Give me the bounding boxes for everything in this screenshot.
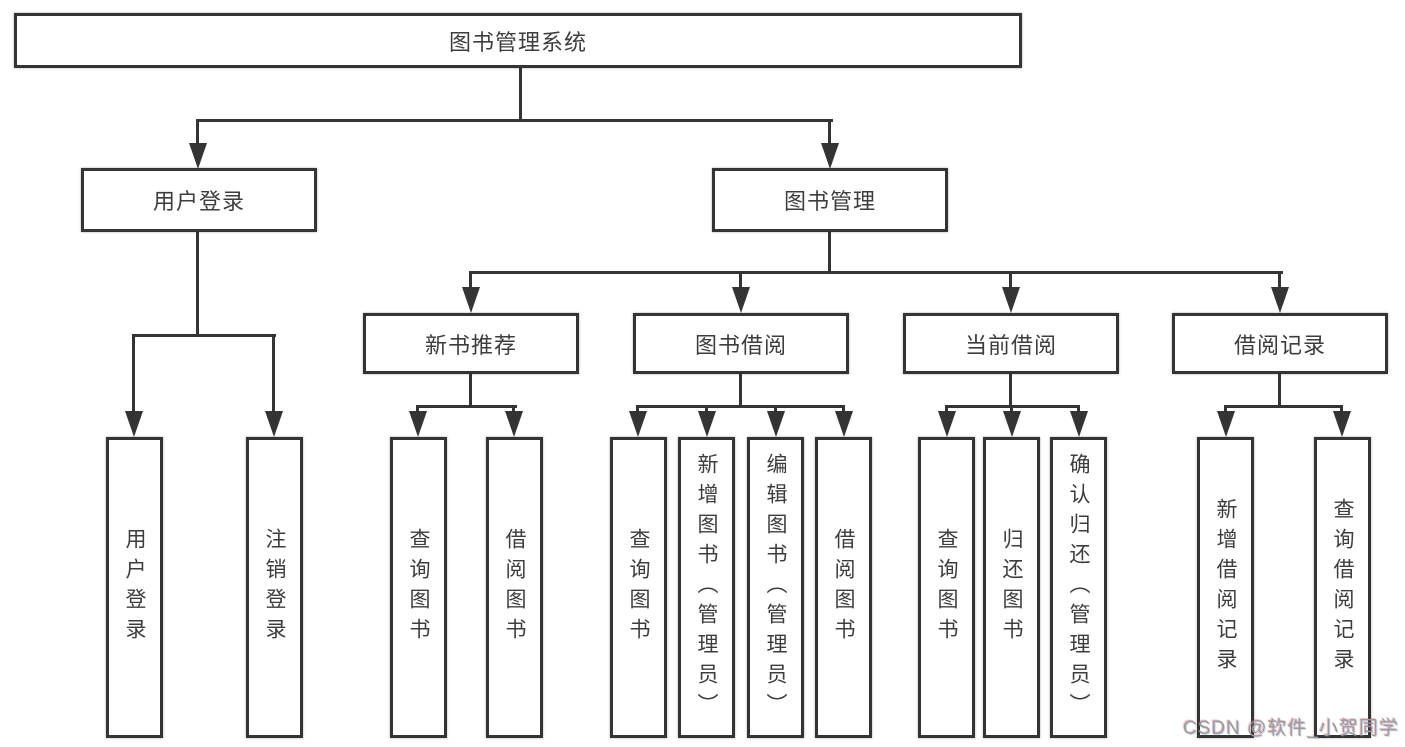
leaf-bb-add-books-admin: 新增图书（管理员）	[678, 437, 735, 738]
leaf-bb-borrow-books: 借阅图书	[815, 437, 872, 738]
node-current-borrowing-label: 当前借阅	[964, 332, 1057, 358]
arrowhead-down-icon	[189, 143, 207, 169]
leaf-bb-query-books: 查询图书	[610, 437, 667, 738]
connector-vline	[272, 334, 275, 414]
connector-vline	[774, 405, 777, 415]
leaf-bb-add-books-admin-label: 新增图书（管理员）	[695, 452, 718, 723]
connector-hline	[196, 119, 833, 122]
leaf-br-query-record-label: 查询借阅记录	[1331, 497, 1354, 678]
leaf-cb-return-books: 归还图书	[983, 437, 1040, 738]
connector-vline	[1009, 372, 1012, 408]
node-book-management: 图书管理	[712, 168, 948, 232]
arrowhead-down-icon	[821, 143, 839, 169]
csdn-watermark: CSDN @软件_小贺同学	[1183, 718, 1399, 739]
connector-vline	[469, 271, 472, 289]
node-book-borrowing-label: 图书借阅	[694, 332, 787, 358]
leaf-br-add-record: 新增借阅记录	[1197, 437, 1254, 738]
connector-vline	[1278, 372, 1281, 408]
arrowhead-down-icon	[409, 411, 427, 437]
arrowhead-down-icon	[698, 411, 716, 437]
leaf-bb-edit-books-admin-label: 编辑图书（管理员）	[764, 452, 787, 723]
arrowhead-down-icon	[462, 287, 480, 313]
leaf-br-add-record-label: 新增借阅记录	[1214, 497, 1237, 678]
connector-vline	[416, 405, 419, 415]
arrowhead-down-icon	[1333, 411, 1351, 437]
arrowhead-down-icon	[767, 411, 785, 437]
node-root-label: 图书管理系统	[448, 29, 587, 55]
connector-vline	[1278, 271, 1281, 289]
arrowhead-down-icon	[1217, 411, 1235, 437]
connector-vline	[469, 372, 472, 408]
node-new-book-recommend-label: 新书推荐	[424, 332, 517, 358]
arrowhead-down-icon	[835, 411, 853, 437]
node-book-borrowing: 图书借阅	[633, 313, 849, 374]
arrowhead-down-icon	[505, 411, 523, 437]
connector-hline	[416, 405, 517, 408]
connector-vline	[132, 334, 135, 414]
connector-vline	[1009, 271, 1012, 289]
node-user-login-label: 用户登录	[152, 189, 245, 214]
leaf-nb-query-books-label: 查询图书	[407, 527, 430, 648]
connector-hline	[132, 334, 276, 337]
leaf-br-query-record: 查询借阅记录	[1314, 437, 1371, 738]
arrowhead-down-icon	[1271, 287, 1289, 313]
arrowhead-down-icon	[732, 287, 750, 313]
leaf-bb-edit-books-admin: 编辑图书（管理员）	[747, 437, 804, 738]
node-new-book-recommend: 新书推荐	[363, 313, 579, 374]
connector-vline	[1340, 405, 1343, 415]
connector-vline	[196, 230, 199, 337]
leaf-user-login-label: 用户登录	[123, 527, 146, 648]
node-current-borrowing: 当前借阅	[903, 313, 1119, 374]
leaf-cb-query-books-label: 查询图书	[935, 527, 958, 648]
leaf-nb-borrow-books-label: 借阅图书	[503, 527, 526, 648]
arrowhead-down-icon	[1070, 411, 1088, 437]
connector-vline	[828, 119, 831, 145]
leaf-nb-query-books: 查询图书	[390, 437, 447, 738]
connector-vline	[1077, 405, 1080, 415]
connector-vline	[636, 405, 639, 415]
arrowhead-down-icon	[1002, 287, 1020, 313]
arrowhead-down-icon	[938, 411, 956, 437]
leaf-logout: 注销登录	[246, 437, 303, 738]
leaf-user-login: 用户登录	[106, 437, 163, 738]
node-borrowing-records-label: 借阅记录	[1233, 332, 1326, 358]
leaf-bb-borrow-books-label: 借阅图书	[832, 527, 855, 648]
connector-hline	[636, 405, 845, 408]
node-user-login: 用户登录	[81, 168, 317, 232]
connector-vline	[739, 372, 742, 408]
connector-vline	[512, 405, 515, 415]
connector-vline	[842, 405, 845, 415]
leaf-cb-confirm-return-admin-label: 确认归还（管理员）	[1067, 452, 1090, 723]
arrowhead-down-icon	[1003, 411, 1021, 437]
leaf-cb-confirm-return-admin: 确认归还（管理员）	[1050, 437, 1107, 738]
connector-vline	[828, 230, 831, 274]
leaf-cb-query-books: 查询图书	[918, 437, 975, 738]
connector-vline	[705, 405, 708, 415]
leaf-bb-query-books-label: 查询图书	[627, 527, 650, 648]
connector-vline	[1224, 405, 1227, 415]
connector-vline	[945, 405, 948, 415]
leaf-logout-label: 注销登录	[263, 527, 286, 648]
connector-hline	[1224, 405, 1343, 408]
connector-vline	[1010, 405, 1013, 415]
connector-vline	[739, 271, 742, 289]
connector-vline	[196, 119, 199, 145]
node-root: 图书管理系统	[14, 13, 1022, 68]
arrowhead-down-icon	[125, 411, 143, 437]
arrowhead-down-icon	[629, 411, 647, 437]
leaf-cb-return-books-label: 归还图书	[1000, 527, 1023, 648]
node-borrowing-records: 借阅记录	[1172, 313, 1388, 374]
connector-vline	[519, 66, 522, 121]
connector-hline	[469, 271, 1283, 274]
leaf-nb-borrow-books: 借阅图书	[486, 437, 543, 738]
arrowhead-down-icon	[265, 411, 283, 437]
node-book-management-label: 图书管理	[783, 189, 876, 214]
